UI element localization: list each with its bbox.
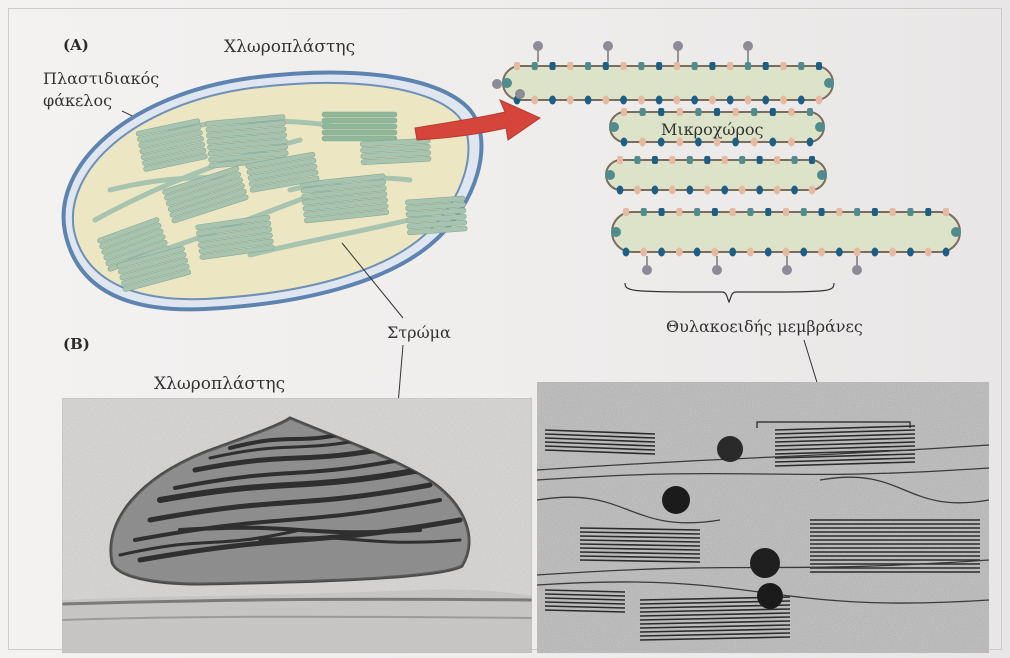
envelope-label-line1: Πλαστιδιακός	[43, 69, 159, 88]
envelope-label-line2: φάκελος	[43, 91, 112, 110]
thylakoid-membranes-label: Θυλακοειδής μεμβράνες	[666, 317, 863, 336]
thylakoid-diagram	[492, 41, 961, 275]
panel-a: (A) Χλωροπλάστης Πλαστιδιακός φάκελος	[43, 36, 961, 309]
thylakoid-brace	[625, 283, 834, 302]
chloroplast-title-b: Χλωροπλάστης	[154, 374, 285, 394]
atp-synthase-knob	[492, 79, 502, 89]
panel-b-label: (B)	[63, 335, 90, 353]
atp-synthase-knob	[515, 89, 525, 99]
granum	[322, 112, 397, 141]
thylakoid-em-image	[537, 382, 989, 653]
panel-b: (B) Χλωροπλάστης Θυλακοειδής μεμβράνες	[62, 317, 989, 653]
thylakoid-sac	[611, 208, 961, 275]
chloroplast-cartoon	[64, 73, 482, 310]
stroma-label: Στρώμα	[387, 323, 451, 342]
panel-a-label: (A)	[63, 36, 89, 54]
thylakoid-sac	[605, 156, 827, 195]
thylakoid-sac	[502, 41, 834, 105]
em-granum	[580, 528, 700, 562]
lumen-label: Μικροχώρος	[661, 120, 763, 139]
chloroplast-em-image	[62, 398, 532, 653]
chloroplast-title-a: Χλωροπλάστης	[224, 37, 355, 57]
